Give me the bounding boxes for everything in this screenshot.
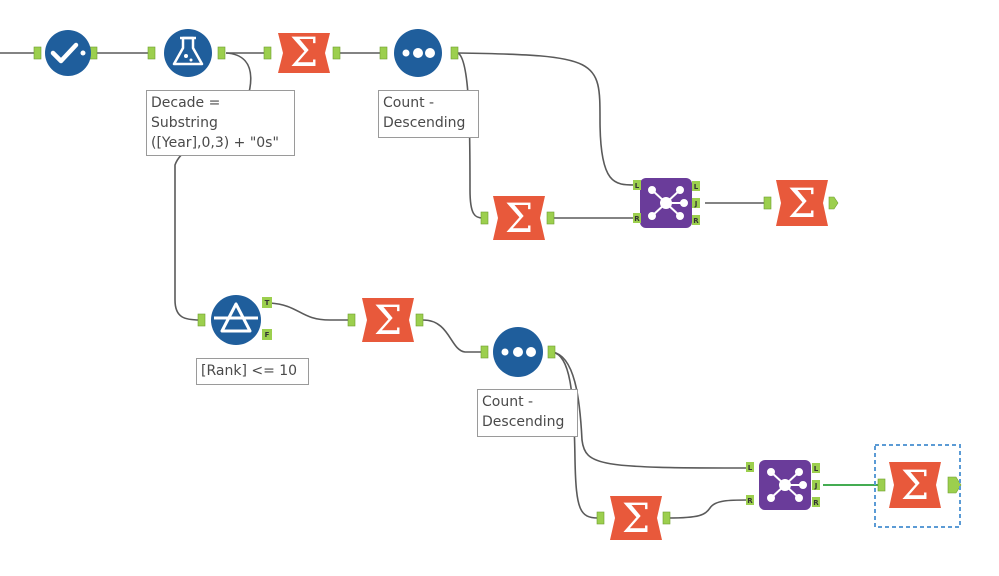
join-left-output-anchor[interactable] <box>812 463 820 473</box>
anchor-label: R <box>693 217 699 225</box>
summarize-tool[interactable]: Σ <box>610 496 662 542</box>
join-right-output-anchor[interactable] <box>812 497 820 507</box>
join-join-output-anchor[interactable] <box>812 480 820 490</box>
summarize-tool[interactable]: Σ <box>362 298 414 344</box>
connector[interactable] <box>667 499 749 519</box>
anchor-label: L <box>635 182 640 190</box>
join-left-input-anchor[interactable] <box>746 462 754 472</box>
filter-false-output-anchor[interactable] <box>262 329 272 340</box>
sigma-icon: Σ <box>622 496 650 542</box>
connector[interactable] <box>422 319 483 353</box>
join-right-input-anchor[interactable] <box>633 213 641 223</box>
input-anchor[interactable] <box>347 313 356 327</box>
connector[interactable] <box>457 52 636 186</box>
connector[interactable] <box>551 351 599 519</box>
output-anchor[interactable] <box>546 211 555 225</box>
input-anchor[interactable] <box>147 46 156 60</box>
input-anchor[interactable] <box>596 511 605 525</box>
join-tool[interactable] <box>759 460 811 510</box>
anchor-label: F <box>265 331 270 339</box>
anchor-label: J <box>694 200 698 208</box>
sort-tool[interactable] <box>493 327 543 377</box>
checkmark-icon <box>50 42 86 64</box>
input-anchor[interactable] <box>263 46 272 60</box>
output-anchor[interactable] <box>828 196 839 210</box>
formula-annotation[interactable]: Decade = Substring ([Year],0,3) + "0s" <box>146 90 295 156</box>
dots-icon <box>501 347 536 357</box>
selection-outline <box>874 444 961 528</box>
filter-tool[interactable] <box>211 295 261 345</box>
summarize-tool[interactable]: Σ <box>493 196 545 242</box>
sort-tool[interactable] <box>394 29 442 77</box>
join-left-input-anchor[interactable] <box>633 180 641 190</box>
anchor-label: L <box>748 464 753 472</box>
connector[interactable] <box>551 351 747 469</box>
sort-annotation[interactable]: Count - Descending <box>477 389 578 437</box>
summarize-tool-selected[interactable]: Σ <box>889 462 941 509</box>
output-anchor[interactable] <box>332 46 341 60</box>
filter-true-output-anchor[interactable] <box>262 297 272 308</box>
sigma-icon: Σ <box>290 30 318 76</box>
filter-annotation[interactable]: [Rank] <= 10 <box>196 358 309 385</box>
join-icon <box>767 468 807 502</box>
input-anchor[interactable] <box>33 46 42 60</box>
output-anchor[interactable] <box>547 345 556 359</box>
anchor-label: T <box>265 299 270 307</box>
flask-icon <box>172 36 204 66</box>
sigma-icon: Σ <box>374 298 402 344</box>
input-anchor[interactable] <box>379 46 388 60</box>
formula-tool[interactable] <box>164 29 212 77</box>
join-tool[interactable] <box>640 178 692 228</box>
sigma-icon: Σ <box>788 181 816 227</box>
anchor-label: J <box>814 482 818 490</box>
connector[interactable] <box>457 52 484 219</box>
summarize-tool[interactable]: Σ <box>278 30 330 76</box>
input-anchor[interactable] <box>480 211 489 225</box>
output-anchor[interactable] <box>217 46 226 60</box>
summarize-tool[interactable]: Σ <box>776 180 828 227</box>
connector[interactable] <box>269 302 352 321</box>
anchor-label: L <box>694 183 699 191</box>
input-anchor[interactable] <box>763 196 772 210</box>
sort-annotation[interactable]: Count - Descending <box>378 90 479 138</box>
output-anchor[interactable] <box>662 511 671 525</box>
anchor-label: R <box>813 499 819 507</box>
filter-icon <box>214 302 258 333</box>
dots-icon <box>402 48 435 58</box>
join-left-output-anchor[interactable] <box>692 181 700 191</box>
output-anchor[interactable] <box>89 46 98 60</box>
anchor-label: L <box>814 465 819 473</box>
join-right-output-anchor[interactable] <box>692 215 700 225</box>
join-join-output-anchor[interactable] <box>692 198 700 208</box>
input-anchor[interactable] <box>480 345 489 359</box>
anchor-label: R <box>747 497 753 505</box>
output-anchor[interactable] <box>947 476 962 494</box>
join-right-input-anchor[interactable] <box>746 495 754 505</box>
sigma-icon: Σ <box>901 463 929 509</box>
anchor-label: R <box>634 215 640 223</box>
select-tool[interactable] <box>45 30 91 76</box>
input-anchor[interactable] <box>197 313 206 327</box>
output-anchor[interactable] <box>415 313 424 327</box>
join-icon <box>648 186 688 220</box>
output-anchor[interactable] <box>450 46 459 60</box>
sigma-icon: Σ <box>505 196 533 242</box>
input-anchor[interactable] <box>877 478 886 492</box>
